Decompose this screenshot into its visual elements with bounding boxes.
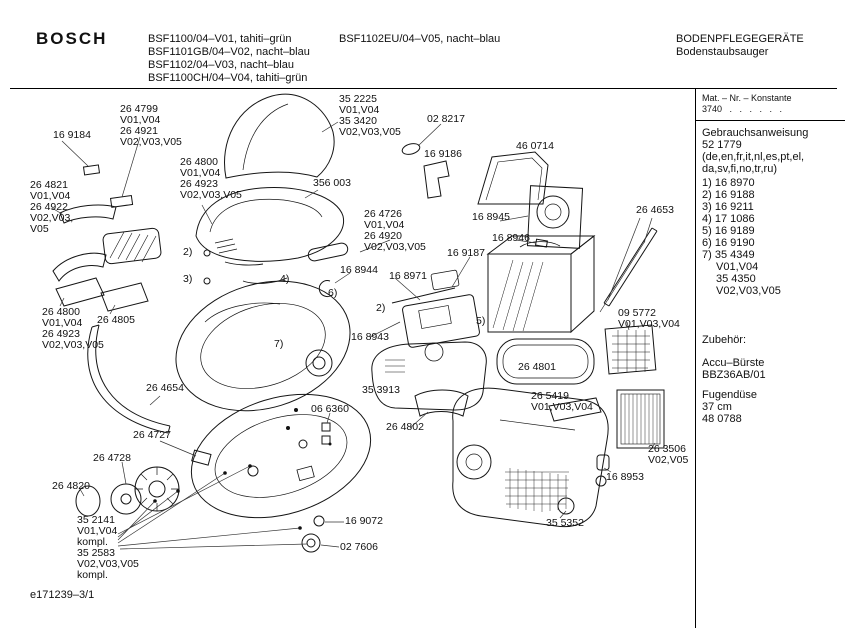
part-label: 26 5419 V01,V03,V04: [531, 390, 593, 413]
part-label: 26 4801: [518, 361, 556, 373]
part-label: 16 9072: [345, 515, 383, 527]
callout-ref: 5): [476, 315, 486, 327]
reference-item: V01,V04: [716, 261, 759, 273]
callout-ref: 2): [183, 246, 193, 258]
part-label: 09 5772 V01,V03,V04: [618, 307, 680, 330]
model-list-left: BSF1100/04–V01, tahiti–grün BSF1101GB/04…: [148, 33, 310, 84]
reference-item: 3) 16 9211: [702, 201, 754, 213]
part-label: 26 4800 V01,V04 26 4923 V02,V03,V05: [180, 156, 242, 201]
reference-item: 4) 17 1086: [702, 213, 755, 225]
part-label: 06 6360: [311, 403, 349, 415]
part-label: 35 2225 V01,V04 35 3420 V02,V03,V05: [339, 93, 401, 138]
part-label: 26 4821 V01,V04 26 4922 V02,V03, V05: [30, 179, 74, 235]
sidebar-divider: [695, 88, 696, 628]
leader-lines: [51, 121, 656, 550]
vacuum-parts-art: [52, 93, 665, 553]
accessory-brush: Accu–Bürste BBZ36AB/01: [702, 357, 766, 381]
part-label: 26 4653: [636, 204, 674, 216]
callout-ref: 4): [280, 273, 290, 285]
part-label: 35 5352: [546, 517, 584, 529]
part-label: 16 8953: [606, 471, 644, 483]
reference-item: 35 4350: [716, 273, 756, 285]
part-label: 35 3913: [362, 384, 400, 396]
part-label: 16 8943: [351, 331, 389, 343]
bosch-logo: BOSCH: [36, 29, 108, 48]
reference-list: 1) 16 8970 2) 16 9188 3) 16 9211 4) 17 1…: [702, 177, 781, 297]
part-label: 16 8946: [492, 232, 530, 244]
part-label: 26 4799 V01,V04 26 4921 V02,V03,V05: [120, 103, 182, 148]
part-label: 26 4726 V01,V04 26 4920 V02,V03,V05: [364, 208, 426, 253]
callout-ref: 2): [376, 302, 386, 314]
part-label: 26 3506 V02,V05: [648, 443, 689, 466]
part-label: 02 8217: [427, 113, 465, 125]
sidebar-sub-rule: [695, 120, 845, 121]
model-list-center: BSF1102EU/04–V05, nacht–blau: [339, 33, 501, 45]
manual-number: 52 1779: [702, 139, 742, 151]
reference-item: 7) 35 4349: [702, 249, 755, 261]
part-label: 35 2141 V01,V04 kompl. 35 2583 V02,V03,V…: [77, 514, 139, 581]
part-label: 26 4727: [133, 429, 171, 441]
part-label: 16 9187: [447, 247, 485, 259]
doc-number: e171239–3/1: [30, 589, 95, 601]
part-label: 26 4805: [97, 314, 135, 326]
part-label: 46 0714: [516, 140, 554, 152]
manual-label: Gebrauchsanweisung: [702, 127, 809, 139]
part-label: 02 7606: [340, 541, 378, 553]
callout-ref: 7): [274, 338, 284, 350]
page-title: BODENPFLEGEGERÄTE: [676, 33, 804, 45]
reference-item: 5) 16 9189: [702, 225, 755, 237]
callout-ref: 6): [328, 287, 338, 299]
accessory-crevice-nozzle: Fugendüse 37 cm 48 0788: [702, 389, 758, 425]
reference-item: 1) 16 8970: [702, 177, 755, 189]
part-label: 16 9184: [53, 129, 91, 141]
reference-item: 2) 16 9188: [702, 189, 755, 201]
part-label: 356 003: [313, 177, 351, 189]
part-label: 16 8945: [472, 211, 510, 223]
part-label: 26 4800 V01,V04 26 4923 V02,V03,V05: [42, 306, 104, 351]
accessories-label: Zubehör:: [702, 334, 747, 346]
part-label: 16 8944: [340, 264, 378, 276]
reference-item: V02,V03,V05: [716, 285, 781, 297]
part-label: 16 8971: [389, 270, 427, 282]
part-label: 26 4820: [52, 480, 90, 492]
part-label: 16 9186: [424, 148, 462, 160]
part-label: 26 4728: [93, 452, 131, 464]
material-number-label: Mat. – Nr. – Konstante: [702, 93, 792, 103]
callout-ref: 3): [183, 273, 193, 285]
reference-item: 6) 16 9190: [702, 237, 755, 249]
material-number-value: 3740 . . . . . .: [702, 104, 783, 114]
part-label: 26 4802: [386, 421, 424, 433]
header-rule: [10, 88, 837, 89]
part-label: 26 4654: [146, 382, 184, 394]
leader-dots: [153, 408, 332, 530]
title-block: BODENPFLEGEGERÄTE Bodenstaubsauger: [676, 33, 804, 59]
page-subtitle: Bodenstaubsauger: [676, 46, 769, 58]
manual-languages: (de,en,fr,it,nl,es,pt,el, da,sv,fi,no,tr…: [702, 151, 805, 175]
